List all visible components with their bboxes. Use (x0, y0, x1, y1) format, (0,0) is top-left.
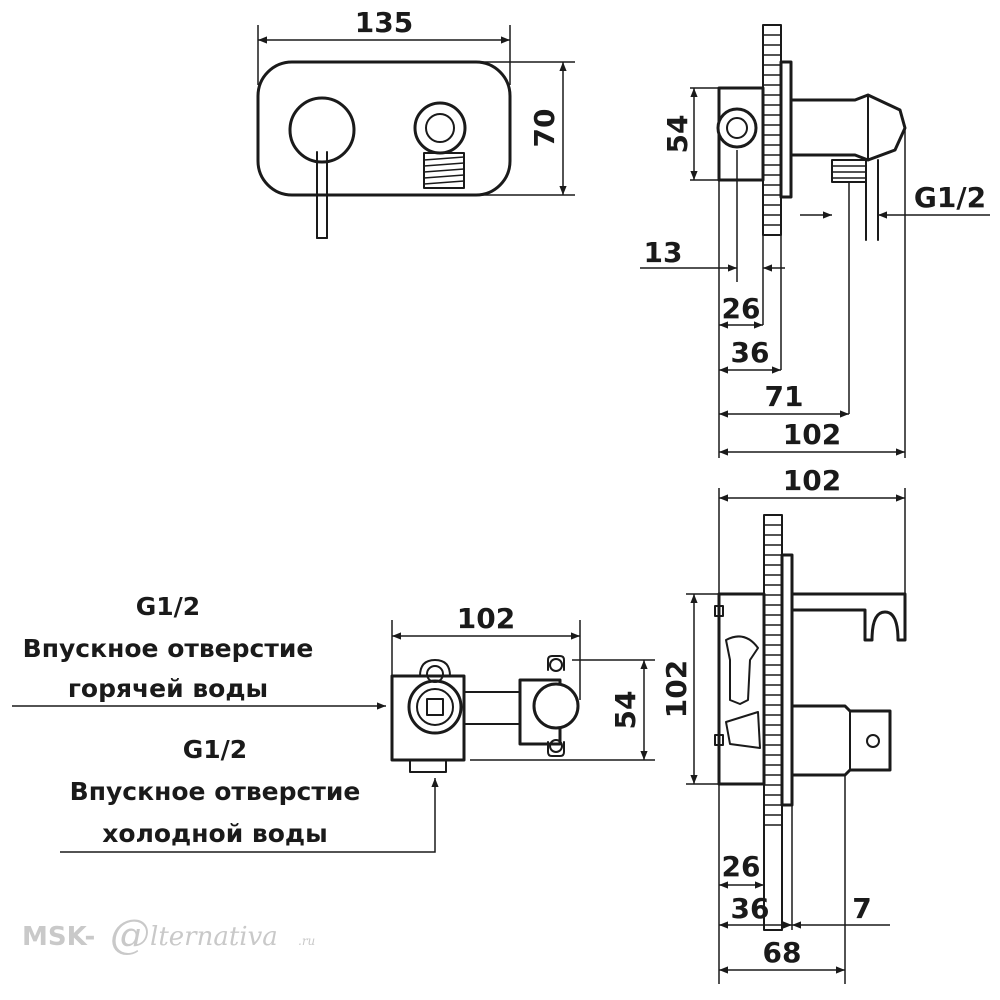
dim-section-top-width: 102 (783, 464, 841, 497)
hot-inlet-line1: Впускное отверстие (23, 634, 314, 663)
dim-body-height: 54 (609, 691, 642, 730)
wall-hatch (763, 34, 781, 226)
dim-side-thread: G1/2 (914, 181, 986, 214)
thread-hatch (423, 156, 465, 185)
dim-section-d36: 36 (731, 892, 770, 925)
dim-front-width: 135 (355, 6, 413, 39)
side-view (690, 24, 907, 458)
dim-section-d68: 68 (763, 936, 802, 969)
section-view (686, 488, 907, 984)
cold-inlet-thread: G1/2 (183, 735, 247, 764)
cold-inlet-leader (60, 778, 439, 853)
watermark-brand-at: @ (110, 912, 150, 958)
hot-inlet-line2: горячей воды (68, 674, 268, 703)
section-wall-hatch (764, 524, 782, 826)
watermark-brand-left: MSK- (22, 922, 95, 952)
front-view (256, 25, 575, 239)
dim-section-height: 102 (660, 660, 693, 718)
dim-front-height: 70 (528, 109, 561, 148)
cold-inlet-line1: Впускное отверстие (70, 777, 361, 806)
dim-body-width: 102 (457, 602, 515, 635)
dim-side-height: 54 (661, 115, 694, 154)
dim-side-d102: 102 (783, 418, 841, 451)
watermark: MSK- @ lternativa .ru (22, 912, 315, 958)
watermark-brand-right: lternativa (150, 922, 278, 952)
outlet-thread (832, 165, 866, 179)
concealed-body (390, 620, 655, 773)
dim-section-d26: 26 (722, 850, 761, 883)
dim-side-d13: 13 (644, 236, 683, 269)
dim-side-d26: 26 (722, 292, 761, 325)
dim-side-d71: 71 (765, 380, 804, 413)
hot-inlet-thread: G1/2 (136, 592, 200, 621)
cold-inlet-line2: холодной воды (102, 819, 327, 848)
dim-side-d36: 36 (731, 336, 770, 369)
watermark-domain: .ru (298, 934, 315, 948)
dim-section-d7: 7 (852, 892, 871, 925)
